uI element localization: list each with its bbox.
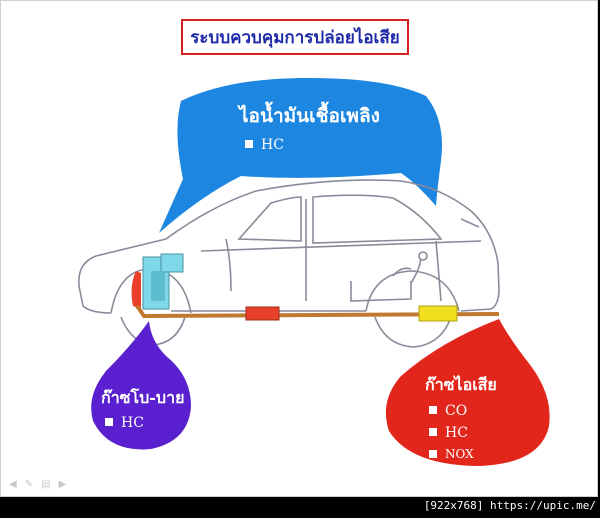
exhaust-item-nox: NOX [429,447,474,461]
pen-icon[interactable]: ✎ [24,479,34,490]
emission-diagram [78,77,550,466]
bullet-square-icon [105,418,113,426]
muffler [418,305,458,322]
slide-nav: ◀ ✎ ▤ ▶ [9,479,66,490]
slide: ระบบควบคุมการปล่อยไอเสีย [0,0,598,497]
bullet-square-icon [429,449,437,458]
fuel-vapor-item: HC [245,137,284,153]
bullet-square-icon [429,406,437,414]
catalytic-converter [245,306,280,321]
watermark-text: [922x768] https://upic.me/ [423,499,596,512]
exhaust-pipe [135,304,500,319]
exhaust-item-co: CO [429,403,467,419]
blowby-bubble [91,321,191,450]
exhaust-item-hc: HC [429,425,468,441]
fuel-vapor-bubble [159,77,442,233]
page-title: ระบบควบคุมการปล่อยไอเสีย [190,27,400,48]
exhaust-bubble [385,319,550,466]
fuel-vapor-title: ไอน้ำมันเชื้อเพลิง [239,105,380,127]
title-box: ระบบควบคุมการปล่อยไอเสีย [181,19,409,55]
prev-arrow-icon[interactable]: ◀ [9,479,17,490]
bullet-square-icon [245,140,253,148]
engine [131,253,184,310]
exhaust-title: ก๊าซไอเสีย [425,375,497,394]
bullet-square-icon [429,428,437,436]
blowby-item: HC [105,415,144,431]
menu-icon[interactable]: ▤ [41,479,51,490]
footer-bar [0,497,600,518]
next-arrow-icon[interactable]: ▶ [58,479,67,490]
blowby-title: ก๊าซโบ-บาย [101,388,185,407]
